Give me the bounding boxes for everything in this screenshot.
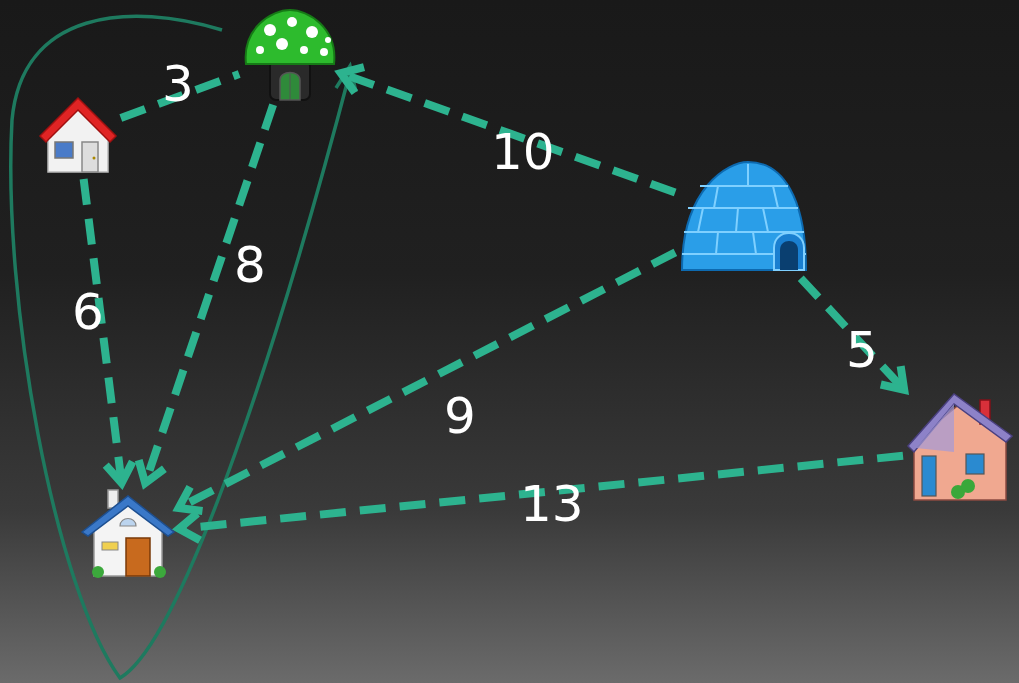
distance-label: 8 xyxy=(232,240,268,290)
red-house-icon xyxy=(38,92,118,176)
distance-label: 10 xyxy=(489,127,557,177)
purple-house-icon xyxy=(906,392,1014,508)
distance-label: 13 xyxy=(518,479,586,529)
arrowhead xyxy=(179,513,200,540)
distance-label: 9 xyxy=(442,391,478,441)
icon-drawing xyxy=(678,158,810,276)
loop-path xyxy=(11,16,350,678)
dashed-connector xyxy=(179,252,676,511)
mushroom-house-icon xyxy=(242,8,338,102)
connector-line xyxy=(179,252,676,508)
blue-house-icon xyxy=(80,486,176,582)
arrowhead xyxy=(341,67,364,93)
connector-line xyxy=(341,73,675,192)
connector-line xyxy=(179,456,903,529)
arrowhead xyxy=(106,462,133,483)
dashed-connector xyxy=(179,456,903,541)
arrowhead xyxy=(139,460,165,483)
dashed-connector xyxy=(801,278,904,390)
arrowhead xyxy=(179,487,203,511)
icon-drawing xyxy=(242,8,338,102)
icon-drawing xyxy=(38,92,118,176)
igloo-icon xyxy=(678,158,810,276)
icon-drawing xyxy=(906,392,1014,508)
distance-label: 5 xyxy=(844,325,880,375)
connector-line xyxy=(801,278,904,390)
icon-drawing xyxy=(80,486,176,582)
arrowhead xyxy=(881,366,904,390)
distance-label: 3 xyxy=(160,59,196,109)
connector-line xyxy=(145,105,273,483)
dashed-connector xyxy=(139,105,273,483)
distance-label: 6 xyxy=(70,287,106,337)
dashed-connector xyxy=(341,67,675,192)
